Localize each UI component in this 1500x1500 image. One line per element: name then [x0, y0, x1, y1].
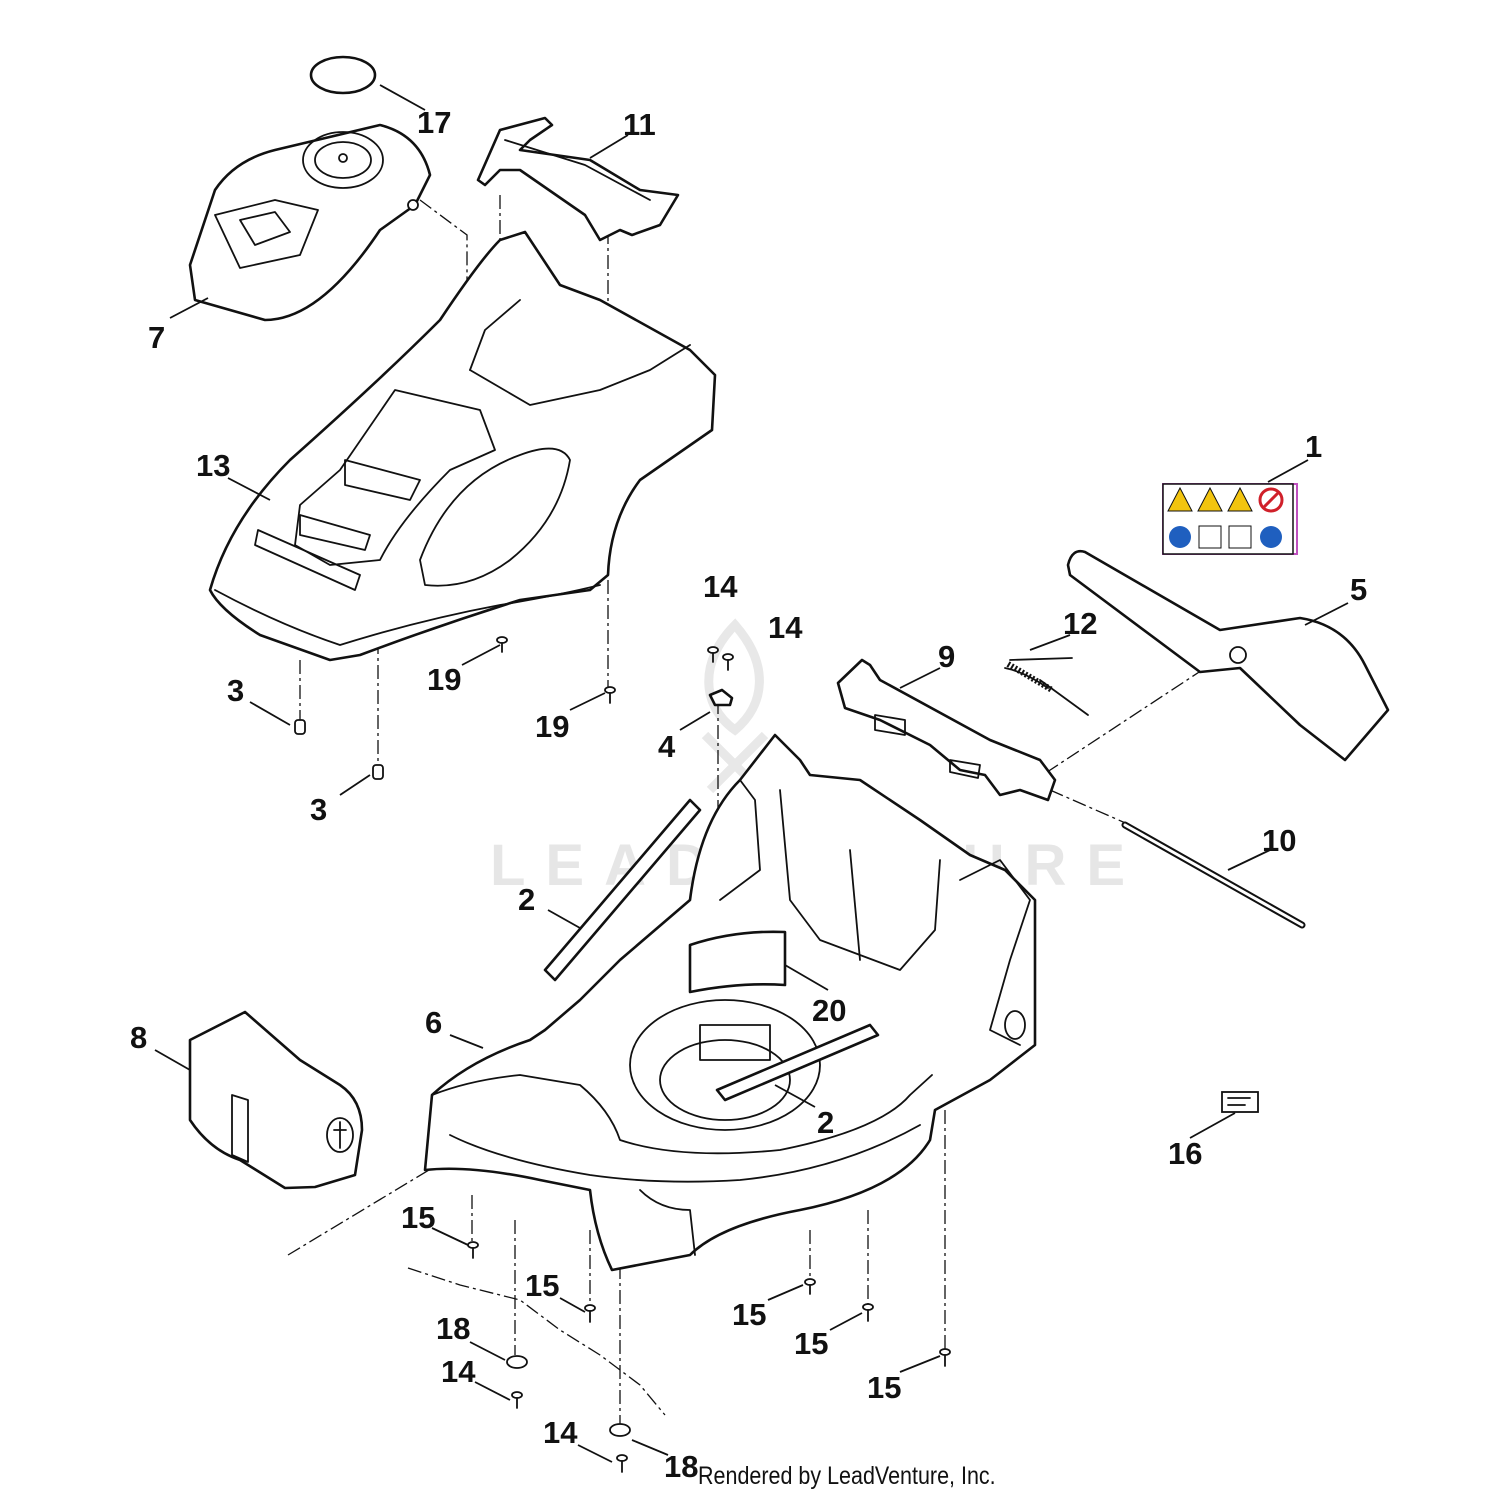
callout-15-d: 15 [794, 1326, 828, 1361]
thrown-object-icon [1197, 486, 1223, 512]
part-19-screw-b [604, 686, 616, 704]
callout-2-a: 2 [518, 882, 535, 917]
warning-icon [1167, 486, 1193, 512]
part-9-hinge-bracket [836, 658, 1057, 802]
callout-1: 1 [1305, 429, 1322, 464]
part-2-seal-strip-b [715, 1023, 880, 1102]
part-11-handle-bracket [476, 116, 680, 242]
callout-17: 17 [417, 105, 451, 140]
part-20-baffle [688, 930, 787, 994]
callout-9: 9 [938, 639, 955, 674]
part-15-screw-e [939, 1348, 951, 1367]
remove-key-icon [1228, 525, 1252, 549]
callout-15-a: 15 [401, 1200, 435, 1235]
part-3-bumper-a [294, 719, 306, 735]
no-hands-icon [1258, 487, 1284, 513]
part-15-screw-a [467, 1241, 479, 1259]
callout-18-a: 18 [436, 1311, 470, 1346]
callout-19-b: 19 [535, 709, 569, 744]
read-manual-icon [1169, 526, 1191, 548]
part-15-screw-d [862, 1303, 874, 1322]
callout-14-d: 14 [543, 1415, 578, 1450]
callout-11: 11 [623, 107, 656, 142]
axle-phantom [407, 1267, 666, 1416]
callout-2-b: 2 [817, 1105, 834, 1140]
part-1-safety-label [1162, 483, 1298, 555]
part-14-screw-d [616, 1454, 628, 1473]
credit-text: Rendered by LeadVenture, Inc. [698, 1462, 996, 1490]
callout-14-top-a: 14 [703, 569, 738, 604]
callout-4: 4 [658, 729, 676, 764]
part-18-washer-b [609, 1423, 631, 1437]
leader-lines [154, 84, 1349, 1463]
part-14-screw-a [707, 646, 719, 663]
callout-10: 10 [1262, 823, 1296, 858]
callout-8: 8 [130, 1020, 147, 1055]
part-3-bumper-b [372, 764, 384, 780]
callout-13: 13 [196, 448, 230, 483]
callout-5: 5 [1350, 572, 1367, 607]
part-7-top-cover [188, 123, 432, 322]
callout-14-c: 14 [441, 1354, 476, 1389]
keep-distance-icon [1198, 525, 1222, 549]
callout-15-b: 15 [525, 1268, 559, 1303]
wear-eye-protection-icon [1260, 526, 1282, 548]
blade-hazard-icon [1227, 486, 1253, 512]
callout-16: 16 [1168, 1136, 1202, 1171]
callout-20: 20 [812, 993, 846, 1028]
callout-14-top-b: 14 [768, 610, 803, 645]
callout-7: 7 [148, 320, 165, 355]
part-17-cap [309, 55, 377, 95]
part-13-motor-hood [208, 230, 717, 662]
callout-18-b: 18 [664, 1449, 698, 1484]
part-15-screw-c [804, 1278, 816, 1295]
part-15-screw-b [584, 1304, 596, 1323]
part-2-seal-strip-a [543, 798, 702, 982]
part-6-deck-housing [423, 733, 1037, 1272]
part-16-id-tag [1221, 1091, 1259, 1113]
part-5-rear-flap [1066, 550, 1390, 762]
callout-6: 6 [425, 1005, 442, 1040]
callout-19-a: 19 [427, 662, 461, 697]
part-4-clip [708, 688, 734, 707]
callout-3-a: 3 [227, 673, 244, 708]
callout-3-b: 3 [310, 792, 327, 827]
callout-15-c: 15 [732, 1297, 766, 1332]
part-19-screw-a [496, 636, 508, 653]
part-14-screw-c [511, 1391, 523, 1409]
part-8-side-cover [188, 1010, 364, 1190]
callout-15-e: 15 [867, 1370, 901, 1405]
part-18-washer-a [506, 1355, 528, 1369]
part-14-screw-b [722, 653, 734, 671]
callout-12: 12 [1063, 606, 1097, 641]
part-12-torsion-spring [1004, 657, 1089, 716]
